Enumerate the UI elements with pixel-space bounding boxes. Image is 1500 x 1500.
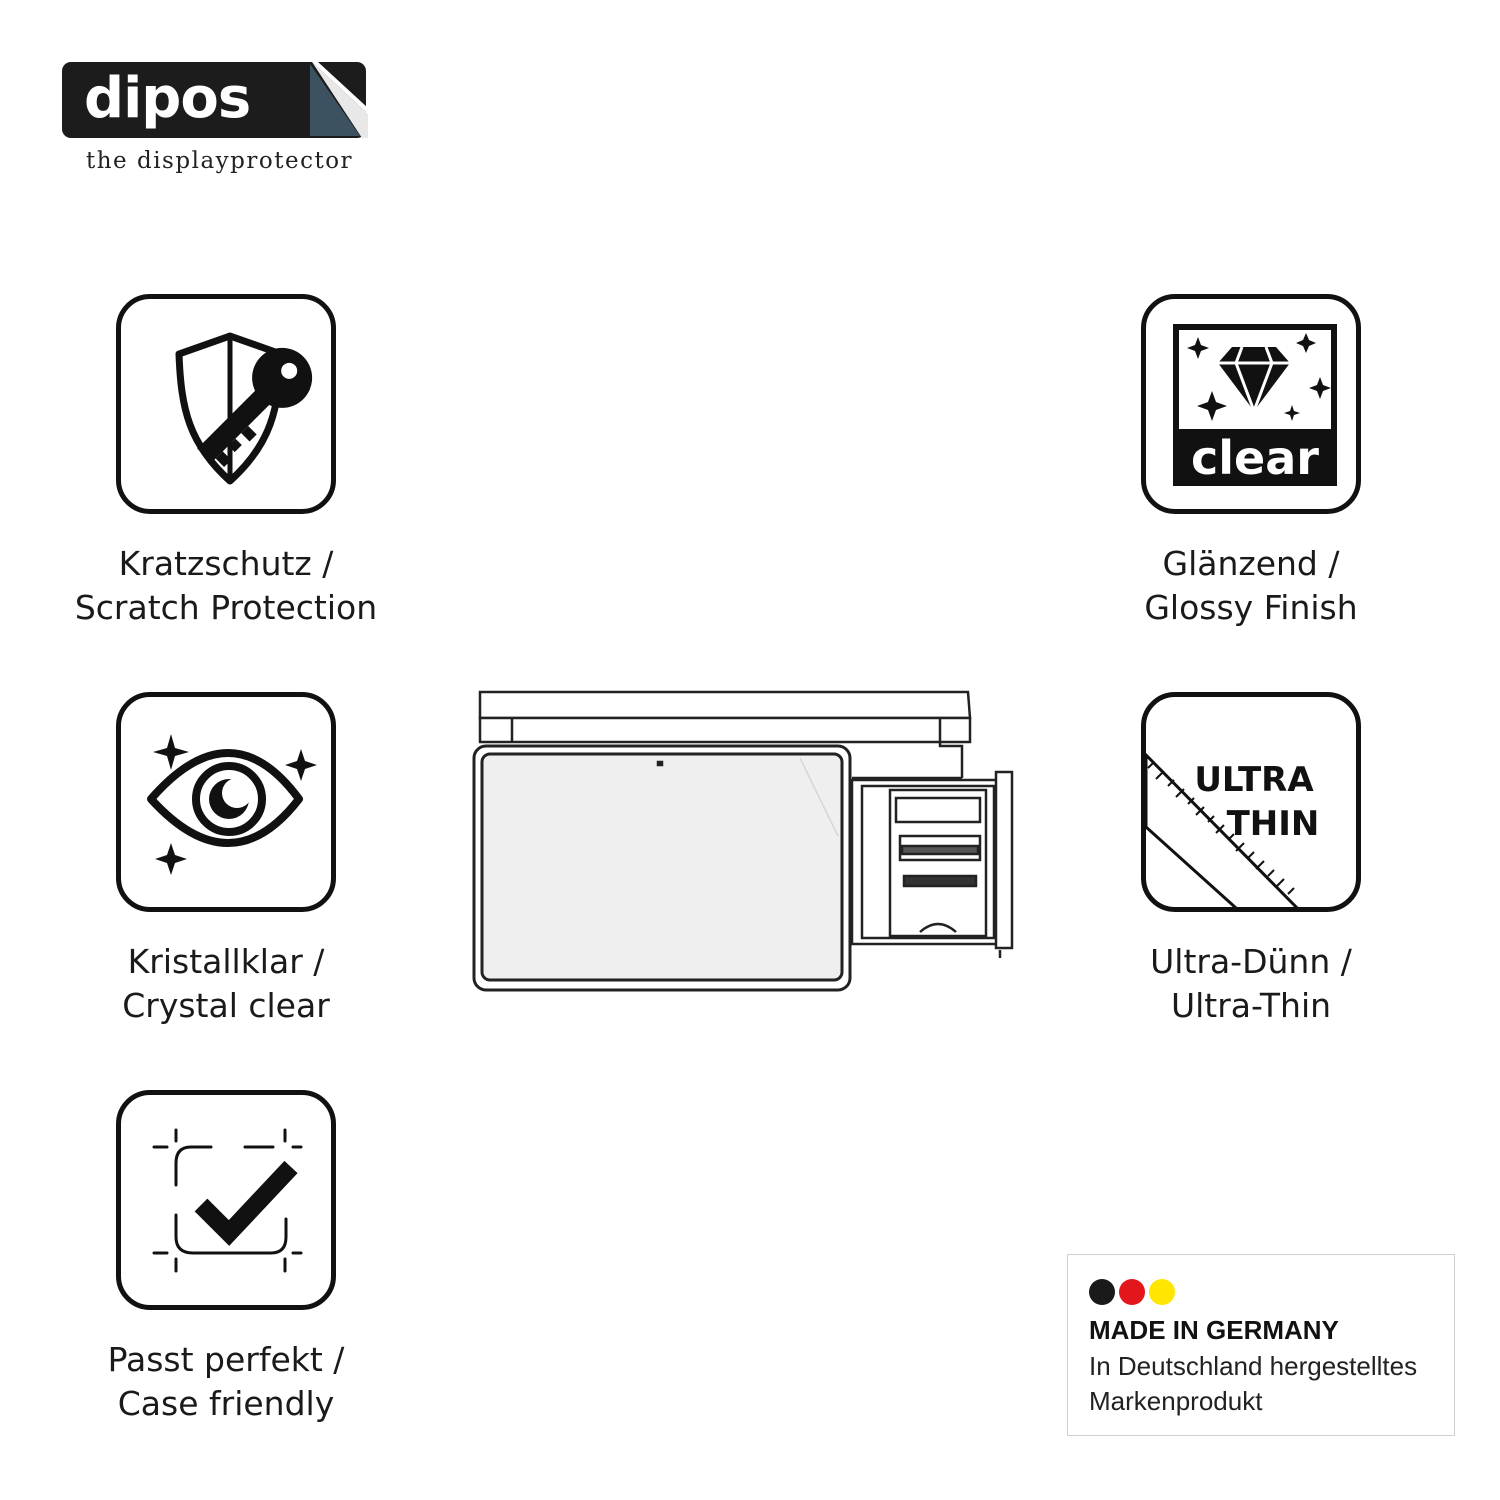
caption-line-english: Glossy Finish bbox=[1144, 588, 1358, 627]
caption-line-german: Kristallklar / bbox=[127, 942, 325, 981]
made-in-germany-title: MADE IN GERMANY bbox=[1089, 1315, 1339, 1345]
made-in-germany-badge: MADE IN GERMANY In Deutschland hergestel… bbox=[1067, 1254, 1455, 1436]
logo-tagline: the displayprotector bbox=[86, 148, 354, 174]
feature-crystal-clear: Kristallklar / Crystal clear bbox=[16, 692, 436, 1028]
caption-line-english: Case friendly bbox=[117, 1384, 335, 1423]
feature-caption: Passt perfekt / Case friendly bbox=[16, 1338, 436, 1426]
flag-dot-black bbox=[1089, 1279, 1115, 1305]
feature-caption: Kristallklar / Crystal clear bbox=[16, 940, 436, 1028]
caption-line-english: Scratch Protection bbox=[74, 588, 378, 627]
ultra-badge-text: ULTRA bbox=[1194, 760, 1314, 800]
caption-line-german: Passt perfekt / bbox=[107, 1340, 345, 1379]
feature-caption: Ultra-Dünn / Ultra-Thin bbox=[1041, 940, 1461, 1028]
flag-dot-red bbox=[1119, 1279, 1145, 1305]
brand-logo: dipos the displayprotector bbox=[62, 62, 368, 182]
feature-caption: Kratzschutz / Scratch Protection bbox=[16, 542, 436, 630]
feature-glossy-finish: clear Glänzend / Glossy Finish bbox=[1041, 294, 1461, 630]
diamond-clear-icon: clear bbox=[1173, 324, 1337, 486]
german-flag-dots bbox=[1089, 1279, 1179, 1305]
flag-dot-gold bbox=[1149, 1279, 1175, 1305]
made-in-germany-subtitle: In Deutschland hergestelltes Markenprodu… bbox=[1089, 1349, 1417, 1419]
peeled-corner-icon bbox=[310, 62, 368, 138]
feature-case-friendly: Passt perfekt / Case friendly bbox=[16, 1090, 436, 1426]
feature-tile bbox=[116, 1090, 336, 1310]
checkmark-frame-icon bbox=[152, 1128, 303, 1273]
feature-tile: ULTRA THIN bbox=[1141, 692, 1361, 912]
feature-tile bbox=[116, 692, 336, 912]
caption-line-german: Glänzend / bbox=[1162, 544, 1340, 583]
subtitle-line: Markenprodukt bbox=[1089, 1386, 1263, 1416]
logo-wordmark: dipos bbox=[84, 66, 251, 131]
feature-ultra-thin: ULTRA THIN Ultra-Dünn / Ultra-Thin bbox=[1041, 692, 1461, 1028]
caption-line-english: Ultra-Thin bbox=[1170, 986, 1332, 1025]
ultra-thin-ruler-icon: ULTRA THIN bbox=[1146, 752, 1320, 907]
clear-badge-text: clear bbox=[1191, 431, 1319, 485]
caption-line-english: Crystal clear bbox=[122, 986, 330, 1025]
shield-key-icon bbox=[175, 332, 313, 485]
feature-caption: Glänzend / Glossy Finish bbox=[1041, 542, 1461, 630]
caption-line-german: Kratzschutz / bbox=[118, 544, 334, 583]
subtitle-line: In Deutschland hergestelltes bbox=[1089, 1351, 1418, 1381]
caption-line-german: Ultra-Dünn / bbox=[1150, 942, 1352, 981]
feature-scratch-protection: Kratzschutz / Scratch Protection bbox=[16, 294, 436, 630]
thin-badge-text: THIN bbox=[1227, 804, 1320, 844]
pos-terminal-illustration bbox=[472, 690, 1014, 992]
feature-tile bbox=[116, 294, 336, 514]
eye-sparkle-icon bbox=[147, 734, 317, 875]
feature-tile: clear bbox=[1141, 294, 1361, 514]
